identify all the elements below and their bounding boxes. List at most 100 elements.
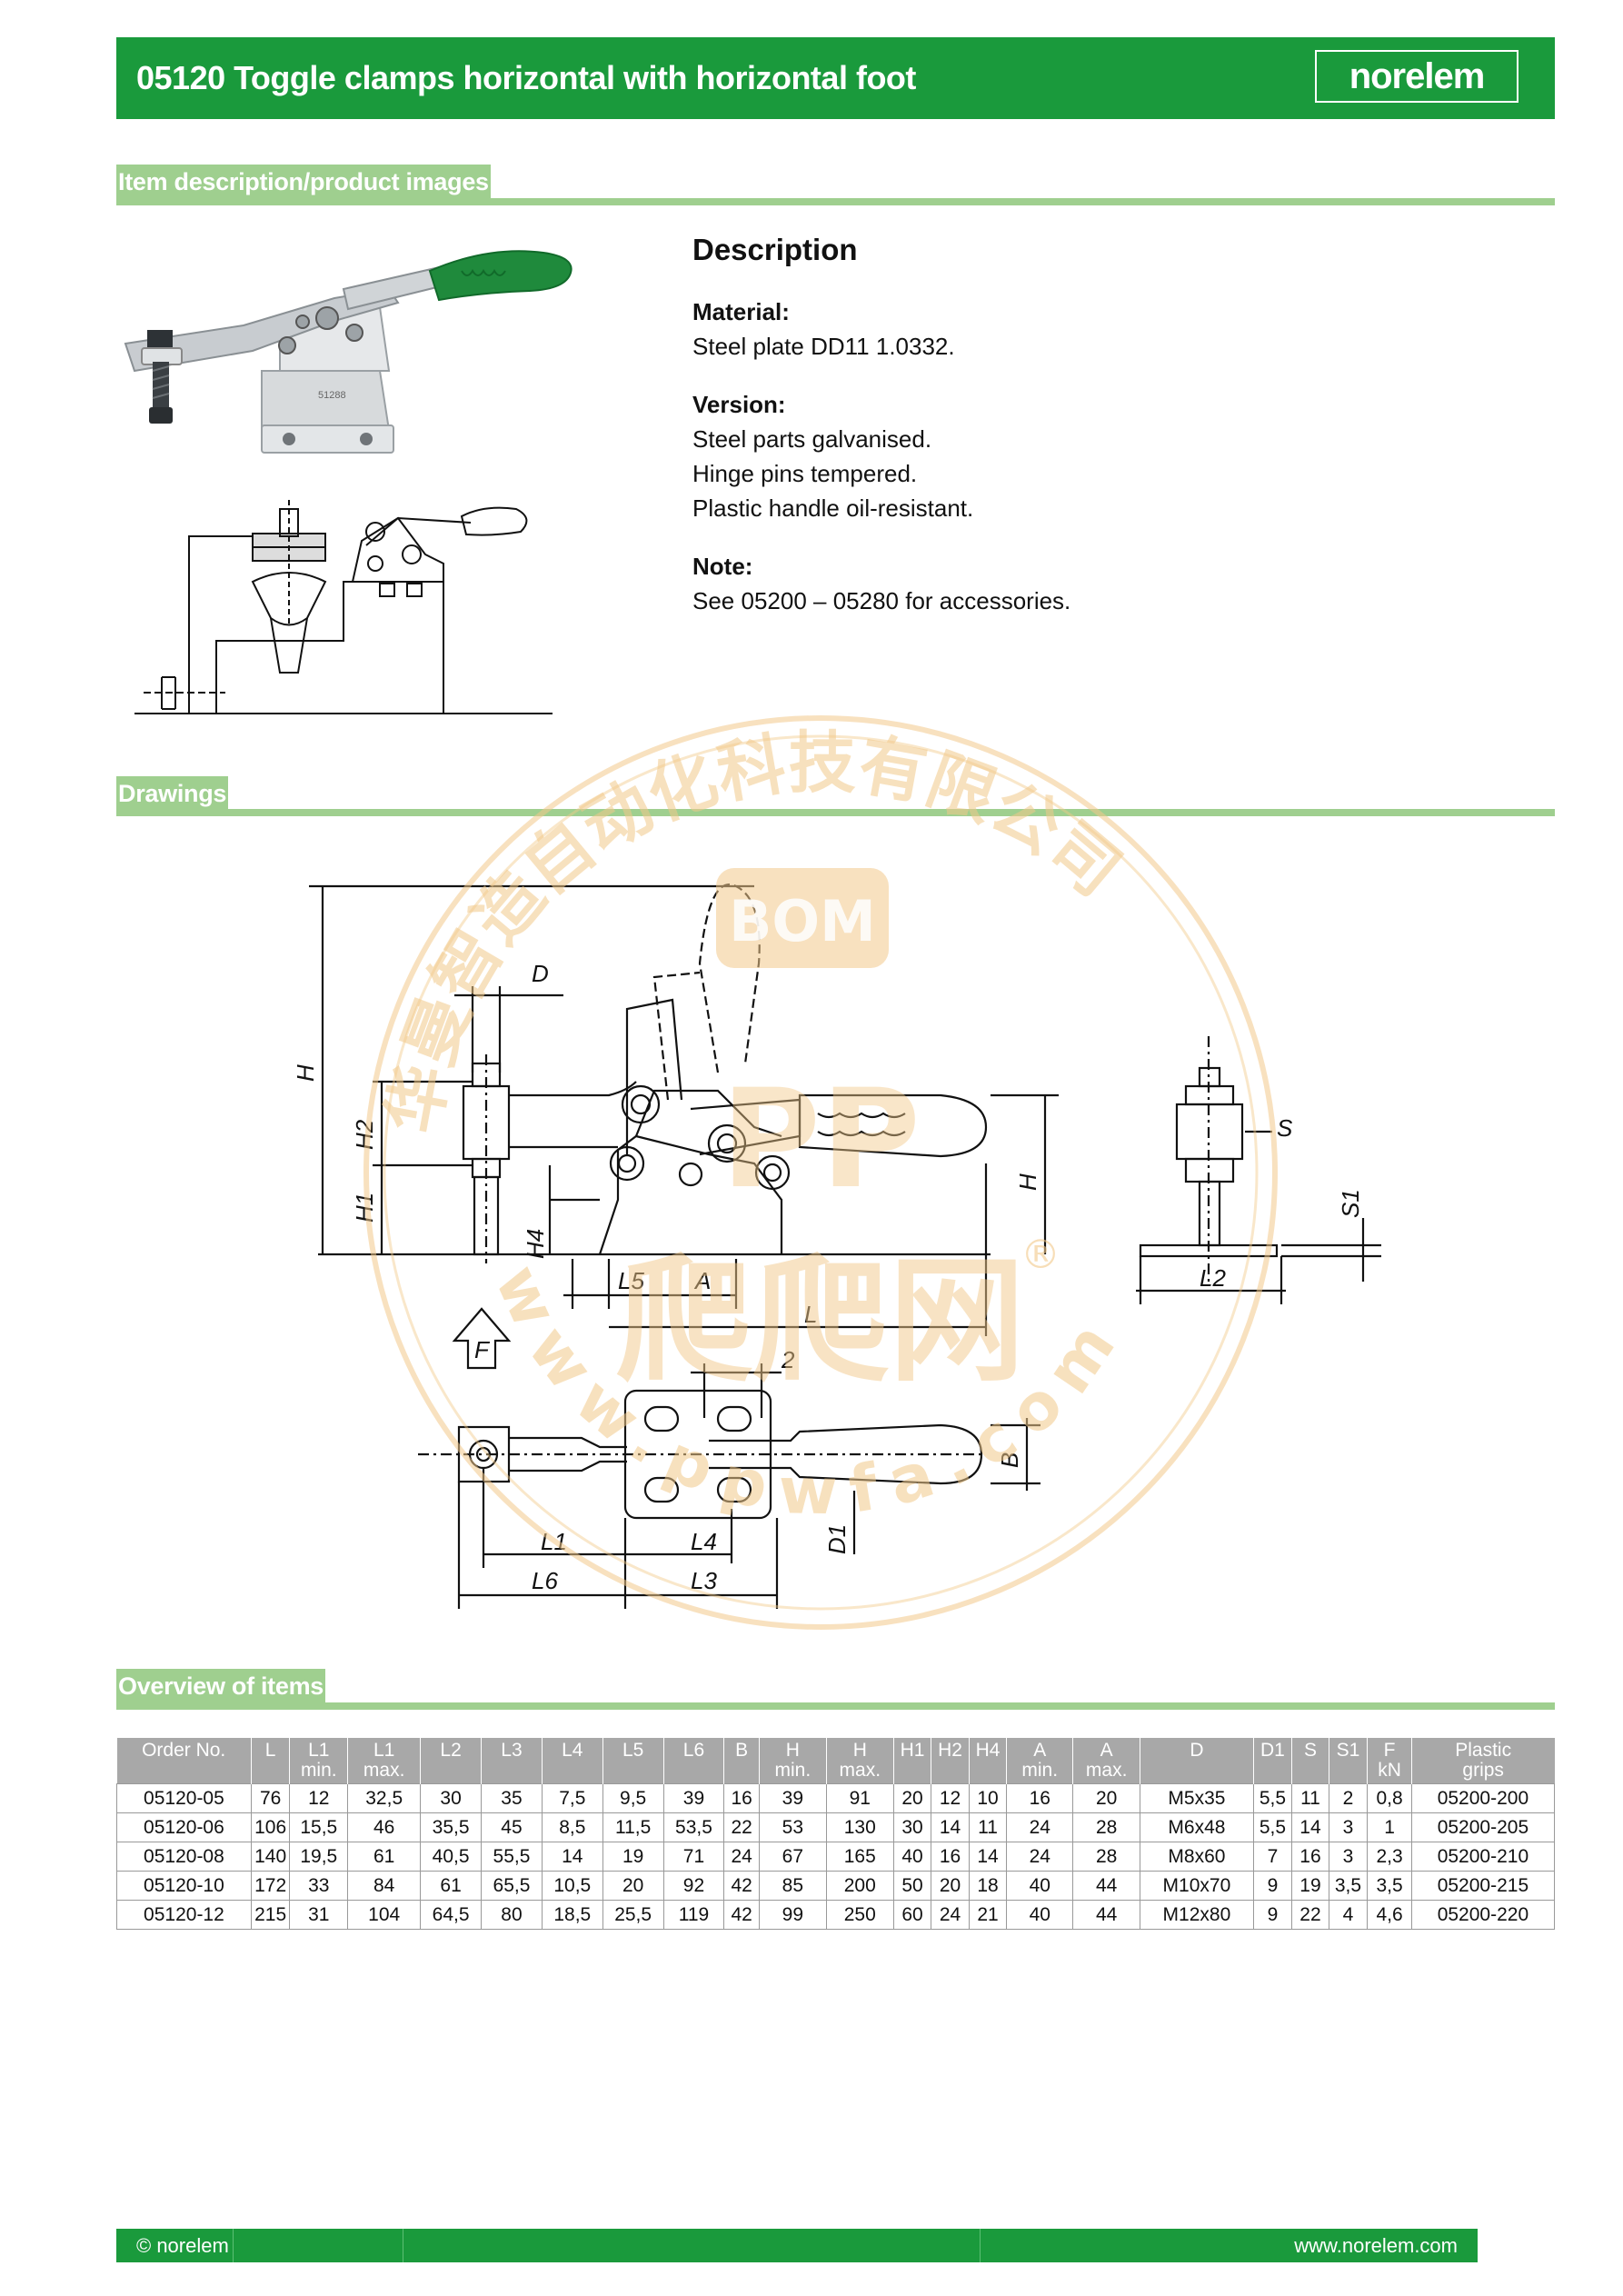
section-drawings: Drawings <box>116 776 229 811</box>
table-cell: 0,8 <box>1367 1783 1412 1813</box>
table-cell: 12 <box>289 1783 349 1813</box>
column-header-label: Order No. <box>142 1740 226 1761</box>
column-header: L <box>250 1738 290 1784</box>
table-cell: 200 <box>825 1871 894 1901</box>
column-header-sublabel <box>1256 1761 1290 1781</box>
table-cell: 19 <box>602 1842 664 1872</box>
column-header: S1 <box>1328 1738 1368 1784</box>
table-cell: 10 <box>968 1783 1008 1813</box>
table-cell: 172 <box>250 1871 291 1901</box>
column-header-sublabel <box>1294 1761 1327 1781</box>
column-header-sublabel: max. <box>363 1760 405 1781</box>
table-cell: 99 <box>758 1900 827 1930</box>
table-cell: 24 <box>1006 1812 1074 1842</box>
table-cell: 11 <box>968 1812 1008 1842</box>
dim-D: D <box>532 960 549 987</box>
table-cell: 05200-210 <box>1410 1842 1556 1872</box>
column-header-label: B <box>735 1740 749 1761</box>
section-divider <box>116 1702 1555 1710</box>
column-header: S <box>1291 1738 1329 1784</box>
table-cell: 20 <box>1072 1783 1141 1813</box>
table-cell: 7,5 <box>541 1783 603 1813</box>
table-cell: 40 <box>1006 1871 1074 1901</box>
column-header: L2 <box>420 1738 482 1784</box>
table-cell: 19,5 <box>289 1842 349 1872</box>
table-cell: 42 <box>723 1871 760 1901</box>
column-header: L4 <box>541 1738 603 1784</box>
table-cell: 14 <box>968 1842 1008 1872</box>
description-heading: Description <box>692 233 858 266</box>
version-line: Plastic handle oil-resistant. <box>692 494 974 522</box>
table-cell: 42 <box>723 1900 760 1930</box>
dim-S1: S1 <box>1337 1189 1364 1218</box>
table-cell: 30 <box>420 1783 483 1813</box>
table-cell: 53 <box>758 1812 827 1842</box>
table-cell: 05200-220 <box>1410 1900 1556 1930</box>
table-cell: 33 <box>289 1871 349 1901</box>
dim-L: L <box>804 1301 817 1328</box>
product-marking: 51288 <box>318 390 346 401</box>
column-header-sublabel <box>423 1761 479 1781</box>
table-cell: 22 <box>723 1812 760 1842</box>
dim-H1: H1 <box>351 1193 378 1223</box>
description-panel: Description Material: Steel plate DD11 1… <box>692 233 1510 642</box>
version-line: Steel parts galvanised. <box>692 425 932 453</box>
column-header-sublabel <box>1142 1761 1251 1781</box>
table-cell: 39 <box>662 1783 725 1813</box>
column-header: L5 <box>602 1738 664 1784</box>
table-cell: 24 <box>723 1842 760 1872</box>
table-cell: 104 <box>347 1900 422 1930</box>
table-cell: 11 <box>1291 1783 1329 1813</box>
column-header-label: H1 <box>900 1740 925 1761</box>
table-cell: M12x80 <box>1140 1900 1254 1930</box>
column-header: D <box>1140 1738 1254 1784</box>
column-header-sublabel: grips <box>1462 1760 1504 1781</box>
page-footer: © norelem www.norelem.com <box>116 2229 1478 2262</box>
table-cell: 28 <box>1072 1812 1141 1842</box>
column-header-label: L4 <box>562 1740 583 1761</box>
table-cell: 20 <box>602 1871 664 1901</box>
table-cell: 2,3 <box>1367 1842 1412 1872</box>
column-header-sublabel <box>483 1761 540 1781</box>
column-header-label: H4 <box>975 1740 1001 1761</box>
column-header-label: L6 <box>682 1740 705 1761</box>
column-header-sublabel <box>544 1761 601 1781</box>
column-header: H1 <box>892 1738 931 1784</box>
table-cell: 32,5 <box>347 1783 422 1813</box>
column-header-label: L2 <box>440 1740 462 1761</box>
column-header-label: H <box>785 1740 800 1761</box>
dim-S: S <box>1277 1114 1293 1142</box>
table-cell: 05120-12 <box>116 1900 252 1930</box>
table-cell: 165 <box>825 1842 894 1872</box>
column-header: H2 <box>931 1738 970 1784</box>
table-cell: M10x70 <box>1140 1871 1254 1901</box>
column-header-sublabel: min. <box>300 1760 337 1781</box>
table-cell: 250 <box>825 1900 894 1930</box>
section-divider <box>116 198 1555 205</box>
table-cell: 9,5 <box>602 1783 664 1813</box>
table-cell: 4 <box>1328 1900 1369 1930</box>
table-cell: 40 <box>892 1842 932 1872</box>
column-header: Order No. <box>116 1738 252 1784</box>
table-cell: 3,5 <box>1328 1871 1369 1901</box>
column-header-sublabel <box>119 1761 249 1781</box>
column-header-label: S <box>1303 1740 1317 1761</box>
table-cell: 3 <box>1328 1842 1369 1872</box>
table-cell: 215 <box>250 1900 291 1930</box>
note-text: See 05200 – 05280 for accessories. <box>692 587 1071 614</box>
dim-L5: L5 <box>618 1267 644 1294</box>
column-header-sublabel <box>971 1761 1005 1781</box>
table-cell: 9 <box>1252 1871 1293 1901</box>
table-cell: 92 <box>662 1871 725 1901</box>
footer-website-link[interactable]: www.norelem.com <box>1294 2234 1458 2257</box>
table-cell: 40,5 <box>420 1842 483 1872</box>
